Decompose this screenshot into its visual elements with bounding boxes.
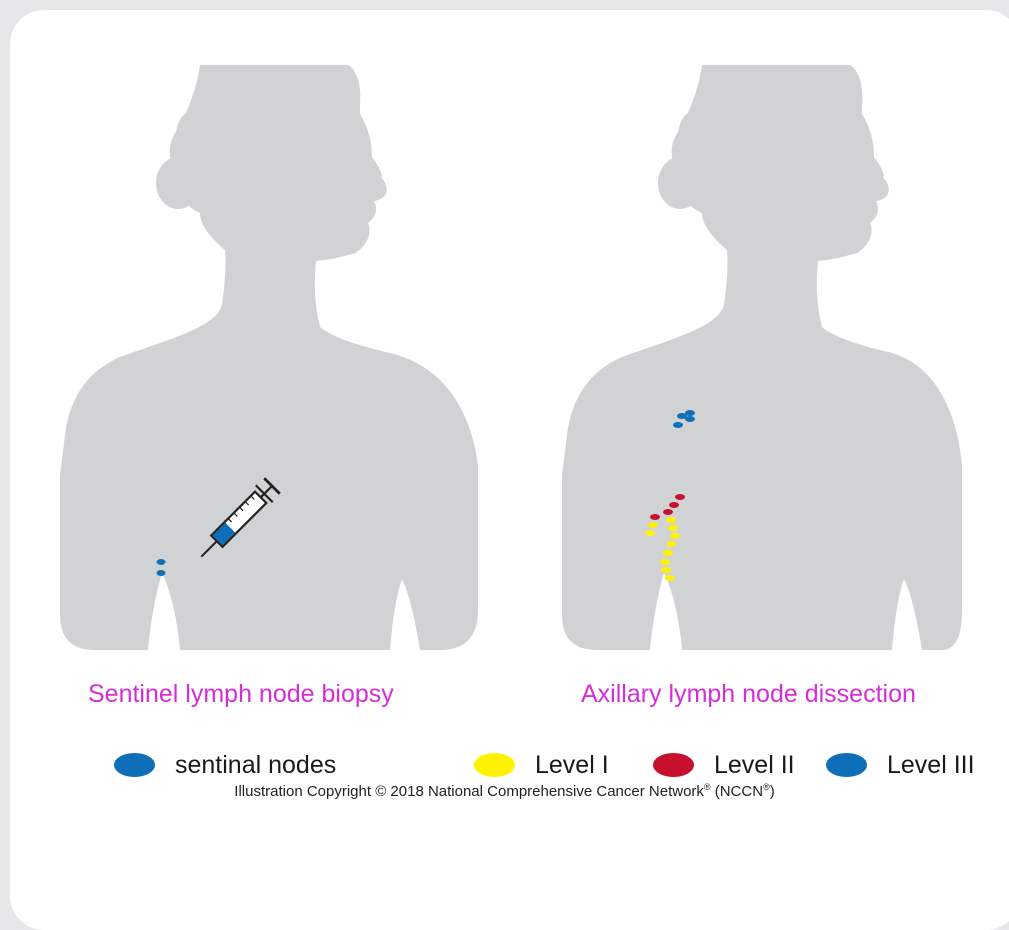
- level2-node: [663, 509, 673, 515]
- level1-node: [660, 559, 670, 565]
- level3-node: [685, 410, 695, 416]
- copyright-prefix: Illustration Copyright © 2018 National C…: [234, 783, 704, 800]
- level2-swatch: [653, 753, 694, 777]
- legend-level3: Level III: [826, 748, 975, 782]
- sentinel-node: [157, 559, 166, 565]
- head-shape: [672, 72, 889, 327]
- copyright-suffix: ): [770, 783, 775, 800]
- legend-level2: Level II: [653, 748, 795, 782]
- level2-node: [650, 514, 660, 520]
- level1-node: [661, 567, 671, 573]
- level1-node: [645, 530, 655, 536]
- level1-node: [665, 575, 675, 581]
- level3-node: [685, 416, 695, 422]
- level1-node: [663, 550, 673, 556]
- sentinel-node: [157, 570, 166, 576]
- copyright-notice: Illustration Copyright © 2018 National C…: [0, 782, 1009, 800]
- level2-node: [669, 502, 679, 508]
- level1-swatch: [474, 753, 515, 777]
- level2-node: [675, 494, 685, 500]
- level3-swatch: [826, 753, 867, 777]
- level3-node: [673, 422, 683, 428]
- legend-level1: Level I: [474, 748, 609, 782]
- legend-label-level3: Level III: [887, 751, 975, 780]
- female-silhouette-right: [562, 65, 982, 655]
- sentinel-node-swatch: [114, 753, 155, 777]
- bun-shape: [156, 157, 200, 209]
- axillary-dissection-panel: [562, 65, 982, 655]
- level1-node: [668, 525, 678, 531]
- level1-node: [666, 517, 676, 523]
- bun-shape: [658, 157, 702, 209]
- copyright-middle: (NCCN: [711, 783, 764, 800]
- legend-label-level1: Level I: [535, 751, 609, 780]
- axillary-dissection-caption: Axillary lymph node dissection: [581, 680, 916, 709]
- female-silhouette-left: [60, 65, 480, 655]
- registered-mark: ®: [704, 782, 711, 792]
- legend-label-sentinel: sentinal nodes: [175, 751, 336, 780]
- legend-label-level2: Level II: [714, 751, 795, 780]
- level1-node: [670, 533, 680, 539]
- sentinel-biopsy-panel: [60, 65, 480, 655]
- level1-node: [666, 541, 676, 547]
- sentinel-biopsy-caption: Sentinel lymph node biopsy: [88, 680, 394, 709]
- legend-sentinel: sentinal nodes: [114, 748, 336, 782]
- registered-mark: ®: [763, 782, 770, 792]
- level1-node: [648, 522, 658, 528]
